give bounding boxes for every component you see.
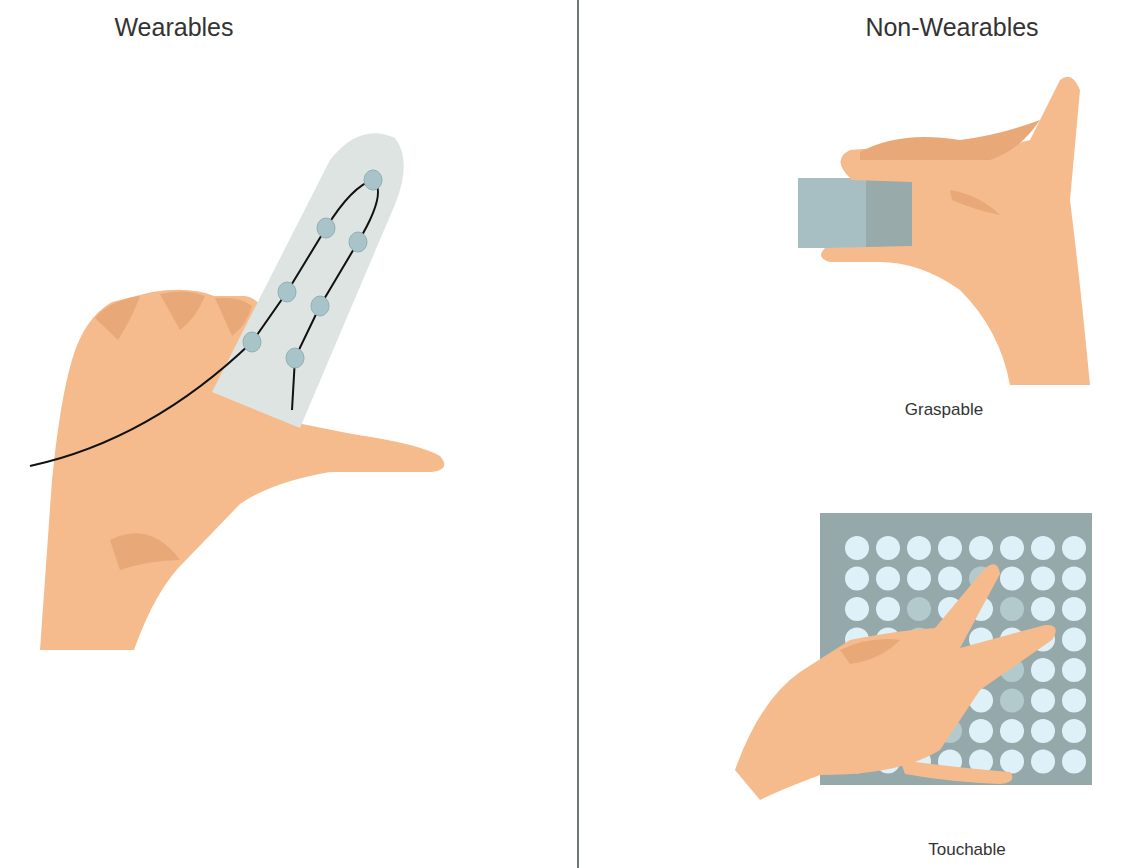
touch-dot — [845, 597, 869, 621]
touch-dot — [1062, 689, 1086, 713]
touch-dot — [1062, 750, 1086, 774]
touch-dot — [1031, 658, 1055, 682]
touch-dot — [1062, 658, 1086, 682]
touching-hand — [735, 564, 1056, 800]
touch-dot — [1000, 536, 1024, 560]
touch-dot — [1062, 719, 1086, 743]
column-heading: Non-Wearables — [865, 12, 1038, 42]
touch-dot — [969, 536, 993, 560]
touch-dot — [907, 597, 931, 621]
touch-dot — [1000, 597, 1024, 621]
category-label: Graspable — [905, 400, 983, 420]
column-heading: Wearables — [114, 12, 233, 42]
touch-dot — [1031, 689, 1055, 713]
touch-dot — [845, 567, 869, 591]
graspable-hand — [798, 77, 1090, 385]
touch-dot — [1062, 628, 1086, 652]
touch-dot — [1062, 597, 1086, 621]
category-label: Touchable — [928, 840, 1006, 860]
divider-line — [577, 0, 579, 868]
touch-dot — [907, 536, 931, 560]
touch-dot — [969, 719, 993, 743]
touch-dot — [1000, 567, 1024, 591]
touch-dot — [938, 536, 962, 560]
touch-dot — [1000, 750, 1024, 774]
touch-dot — [876, 536, 900, 560]
touch-dot — [938, 567, 962, 591]
touch-dot — [1031, 536, 1055, 560]
touch-dot — [1031, 567, 1055, 591]
touch-dot — [907, 567, 931, 591]
touch-dot — [1062, 567, 1086, 591]
touch-dot — [845, 536, 869, 560]
touch-dot — [1000, 719, 1024, 743]
touch-dot — [1062, 536, 1086, 560]
touch-dot — [1031, 719, 1055, 743]
touch-dot — [1031, 597, 1055, 621]
touch-dot — [876, 597, 900, 621]
wearable-hand — [30, 133, 444, 650]
touch-dot — [1031, 750, 1055, 774]
touch-dot — [876, 567, 900, 591]
touch-dot — [1000, 689, 1024, 713]
